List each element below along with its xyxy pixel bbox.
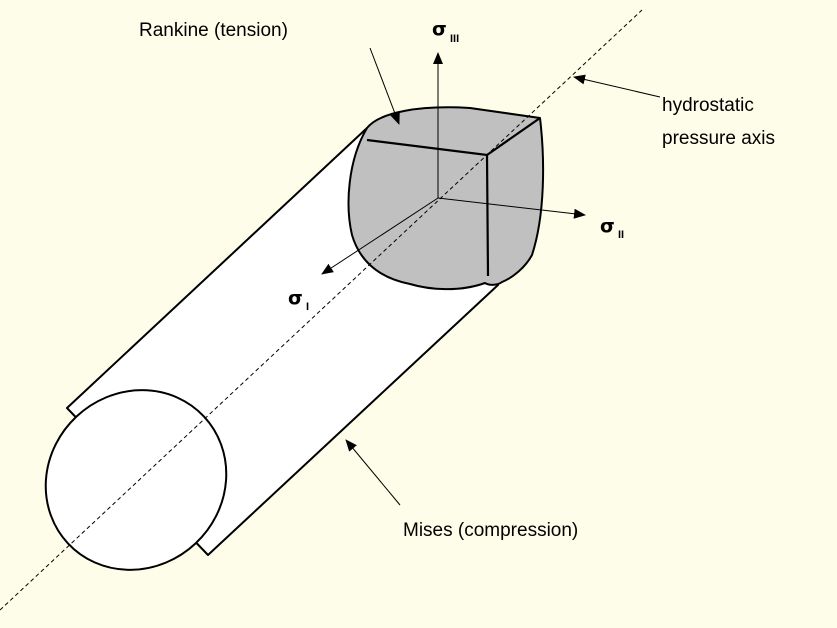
mises-leader-arrow — [345, 439, 401, 506]
sigma-three-symbol: σ — [432, 18, 447, 40]
mises-label: Mises (compression) — [403, 520, 579, 541]
sigma-two-subscript: II — [618, 229, 625, 241]
mises-cylinder-end-cap — [44, 389, 228, 571]
hydrostatic-leader-arrow — [573, 74, 661, 98]
sigma-two-symbol: σ — [600, 215, 615, 237]
sigma-one-symbol: σ — [288, 287, 303, 309]
sigma-three-subscript: III — [450, 33, 460, 45]
hydrostatic-label-line1: hydrostatic — [662, 95, 754, 116]
rankine-leader-arrow — [369, 47, 400, 125]
sigma-one-axis — [321, 197, 439, 275]
sigma-one-subscript: I — [306, 301, 310, 313]
hydrostatic-label-line2: pressure axis — [662, 128, 775, 149]
rankine-cap-edge-vertical — [485, 154, 490, 277]
rankine-label: Rankine (tension) — [139, 20, 288, 41]
rankine-tension-cap — [347, 106, 545, 291]
sigma-two-axis — [437, 197, 586, 219]
